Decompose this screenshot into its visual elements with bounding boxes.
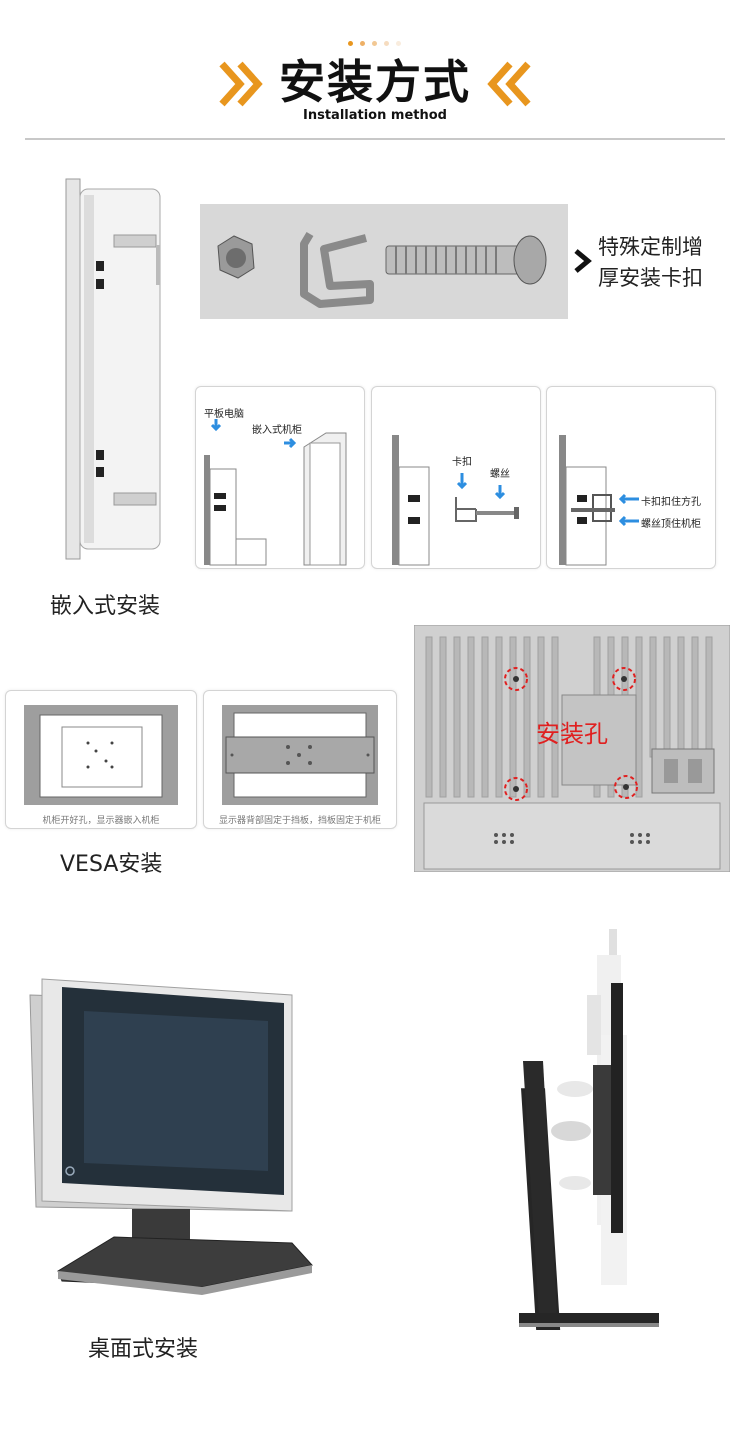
header-divider <box>25 138 725 140</box>
clip-label: 卡扣 <box>452 457 472 468</box>
arrow-left-icon <box>618 493 639 505</box>
cabinet-label: 嵌入式机柜 <box>252 425 302 436</box>
vesa-diagram-right: 显示器背部固定于挡板，挡板固定于机柜 <box>203 690 397 829</box>
install-diagram-step-3: 卡扣扣住方孔 螺丝顶住机柜 <box>546 386 716 569</box>
install-diagram-step-1: 平板电脑 嵌入式机柜 <box>195 386 365 569</box>
install-diagram-step-2: 卡扣 螺丝 <box>371 386 541 569</box>
screw-label: 螺丝 <box>490 469 510 480</box>
arrow-right-icon <box>574 249 592 273</box>
panel-side-view-image <box>65 178 161 560</box>
decorative-dots <box>348 41 408 47</box>
mounting-hardware-image <box>200 204 568 319</box>
clip-hold-label: 卡扣扣住方孔 <box>641 497 701 508</box>
vesa-diagram-left: 机柜开好孔，显示器嵌入机柜 <box>5 690 197 829</box>
chevron-right-icon <box>219 61 263 107</box>
page-title: 安装方式 <box>279 55 471 109</box>
panel-back-view-image <box>414 625 730 872</box>
screw-hold-label: 螺丝顶住机柜 <box>641 519 701 530</box>
arrow-down-icon <box>210 419 222 432</box>
tablet-label: 平板电脑 <box>204 409 244 420</box>
vesa-caption-right: 显示器背部固定于挡板，挡板固定于机柜 <box>218 816 381 826</box>
chevron-left-icon <box>487 61 531 107</box>
desktop-stand-monitor-image <box>29 978 313 1295</box>
arrow-down-icon <box>456 473 468 490</box>
arrow-right-icon <box>284 437 297 449</box>
arrow-left-icon <box>618 515 639 527</box>
vesa-caption-left: 机柜开好孔，显示器嵌入机柜 <box>42 816 160 826</box>
embedded-install-label: 嵌入式安装 <box>50 594 161 619</box>
desktop-install-label: 桌面式安装 <box>88 1337 199 1362</box>
mounting-holes-label: 安装孔 <box>536 720 608 748</box>
callout-line-1: 特殊定制增 <box>598 235 703 259</box>
callout-line-2: 厚安装卡扣 <box>598 266 703 290</box>
page-subtitle: Installation method <box>303 108 447 123</box>
arrow-down-icon <box>494 485 506 500</box>
stand-height-adjust-image <box>519 929 659 1330</box>
vesa-install-label: VESA安装 <box>60 852 163 877</box>
